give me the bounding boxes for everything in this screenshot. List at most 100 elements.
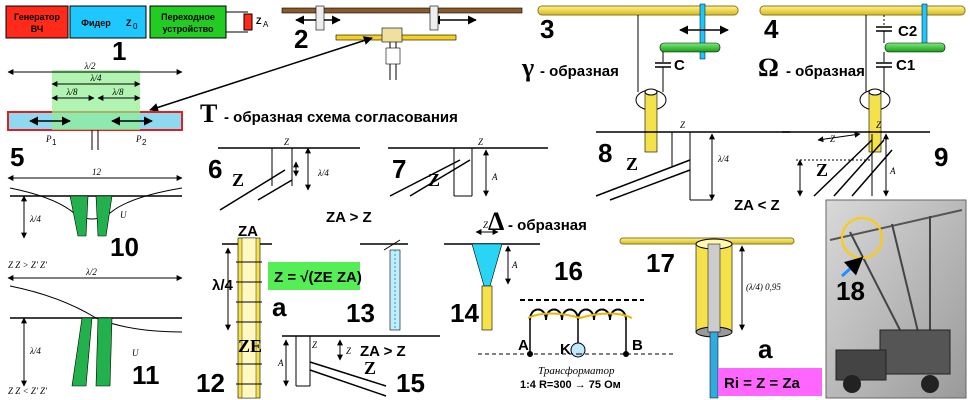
omega-symbol: Ω bbox=[758, 53, 779, 82]
figure-number-18: 18 bbox=[836, 276, 865, 306]
fig10-condition: Z Z > Z' Z' bbox=[8, 260, 48, 270]
feeder-z0-sub: 0 bbox=[133, 22, 138, 31]
fig9-t-match-alt: Z Z A 9 Z ZA < Z bbox=[734, 120, 948, 214]
fig5-p1-label: P bbox=[45, 134, 52, 144]
fig11-u: U bbox=[132, 348, 139, 358]
fig3-gamma-rod bbox=[659, 42, 721, 53]
fig9-a: A bbox=[889, 166, 896, 176]
fig16-transformer: A B K Трансформатор 1:4 R=300 → 75 Ом 16 bbox=[478, 256, 676, 391]
node-a: A bbox=[518, 337, 529, 354]
fig5-p2-sub: 2 bbox=[142, 138, 147, 147]
node-b: B bbox=[632, 337, 643, 354]
fig6-za: Z bbox=[284, 137, 290, 147]
fig5-p1-sub: 1 bbox=[52, 138, 57, 147]
generator-box bbox=[5, 5, 69, 39]
za-gt-z-label: ZA > Z bbox=[326, 209, 372, 226]
generator-label: Генератор bbox=[14, 12, 60, 22]
figure-number-15: 15 bbox=[396, 368, 425, 398]
ri-formula: Ri = Z = Za bbox=[724, 375, 801, 392]
transition-label-2: устройство bbox=[162, 24, 214, 34]
fig8-z: Z bbox=[626, 154, 638, 174]
ri-box bbox=[718, 368, 822, 396]
fig18-photo: 18 bbox=[825, 199, 967, 399]
fig1-block-diagram: Генератор ВЧ Фидер Z 0 Переходное устрой… bbox=[5, 5, 269, 66]
figure-number-4: 4 bbox=[764, 14, 779, 44]
fig6-lambda: λ/4 bbox=[317, 168, 329, 178]
figure-number-3: 3 bbox=[540, 14, 554, 44]
fig2-t-match: 2 bbox=[149, 5, 523, 112]
gamma-text: - образная bbox=[540, 63, 619, 80]
fig10-top-label: 12 bbox=[92, 167, 102, 177]
figure-number-5: 5 bbox=[10, 142, 24, 172]
fig10-delta-current: 12 λ/4 U 10 Z Z > Z' Z' bbox=[7, 167, 183, 270]
fig17-a-label: a bbox=[758, 334, 773, 364]
fig5-lambda-half: λ/2 bbox=[84, 61, 96, 71]
load-za-label: Z bbox=[256, 16, 262, 26]
fig14-delta-match: Z A 14 bbox=[444, 220, 540, 331]
figure-number-8: 8 bbox=[598, 138, 612, 168]
fig4-element bbox=[759, 5, 966, 16]
fig2-pointer-arrow bbox=[149, 36, 373, 112]
fig12-a-label: a bbox=[272, 292, 287, 322]
fig7-a: A bbox=[491, 172, 498, 182]
generator-vch-label: ВЧ bbox=[31, 24, 43, 34]
fig13-stub: 13 bbox=[346, 239, 408, 331]
figure-number-9: 9 bbox=[934, 142, 948, 172]
fig5-lambda-eighth-b: λ/8 bbox=[112, 87, 124, 97]
fig15-t-match: Z Z A ZA > Z Z 15 bbox=[277, 335, 440, 398]
fig3-gamma-match: C 3 γ - образная bbox=[521, 3, 739, 153]
transformer-title: Трансформатор bbox=[538, 365, 615, 377]
fig9-z: Z bbox=[816, 160, 828, 180]
figure-number-17: 17 bbox=[646, 248, 675, 278]
fig8-lambda: λ/4 bbox=[717, 154, 729, 164]
feeder-label: Фидер bbox=[81, 18, 111, 28]
gamma-symbol: γ bbox=[521, 53, 534, 82]
figure-number-16: 16 bbox=[554, 256, 583, 286]
fig11-top-label: λ/2 bbox=[85, 267, 97, 277]
omega-text: - образная bbox=[786, 63, 865, 80]
fig9-za: Z bbox=[876, 120, 882, 130]
fig5-lambda-eighth-a: λ/8 bbox=[66, 87, 78, 97]
fig12-ze: ZE bbox=[238, 336, 262, 356]
node-k: K bbox=[560, 341, 571, 358]
load-resistor bbox=[243, 13, 253, 31]
figure-number-2: 2 bbox=[294, 24, 308, 54]
load-za-sub: A bbox=[263, 20, 269, 29]
fig6-t-gamma: Z λ/4 6 Z bbox=[208, 137, 360, 211]
fig14-d: A bbox=[511, 260, 518, 270]
delta-symbol: Δ bbox=[488, 207, 504, 236]
delta-text: - образная bbox=[508, 217, 587, 234]
feeder-z0-label: Z bbox=[126, 18, 132, 28]
fig5-p2-label: P bbox=[135, 134, 142, 144]
t-text: - образная схема согласования bbox=[224, 109, 458, 126]
fig7-z: Z bbox=[428, 170, 440, 190]
figure-number-14: 14 bbox=[450, 298, 479, 328]
fig15-a: A bbox=[277, 358, 284, 368]
fig17-coax-balun: (λ/4) 0,95 17 a bbox=[619, 237, 795, 399]
fig7-za: Z bbox=[478, 137, 484, 147]
feeder-box bbox=[69, 5, 147, 39]
fig9-x: Z bbox=[830, 134, 836, 144]
fig12-lambda: λ/4 bbox=[212, 277, 234, 294]
fig4-c2-label: C2 bbox=[898, 23, 917, 40]
fig4-omega-match: C2 C1 4 Ω - образная bbox=[758, 3, 966, 153]
figure-number-10: 10 bbox=[110, 232, 139, 262]
fig10-u: U bbox=[120, 210, 127, 220]
transition-label-1: Переходное bbox=[161, 12, 215, 22]
fig15-x: Z bbox=[346, 346, 352, 356]
za-lt-z-label: ZA < Z bbox=[734, 197, 780, 214]
fig7-t-gamma-alt: Z A 7 Z bbox=[388, 137, 548, 197]
fig4-omega-rod bbox=[884, 42, 946, 53]
fig15-za-gt-z: ZA > Z bbox=[360, 343, 406, 360]
formula-box bbox=[268, 262, 360, 290]
fig5-lambda-quarter: λ/4 bbox=[90, 73, 102, 83]
fig4-c1-label: C1 bbox=[896, 57, 915, 74]
figure-number-1: 1 bbox=[112, 36, 126, 66]
fig12-quarter-wave-transformer: λ/4 ZA ZE 12 bbox=[196, 223, 272, 399]
figure-number-13: 13 bbox=[346, 298, 375, 328]
fig12-za: ZA bbox=[238, 223, 258, 240]
fig11-condition: Z Z < Z' Z' bbox=[8, 386, 48, 396]
transformer-ratio: 1:4 R=300 → 75 Ом bbox=[520, 379, 621, 391]
